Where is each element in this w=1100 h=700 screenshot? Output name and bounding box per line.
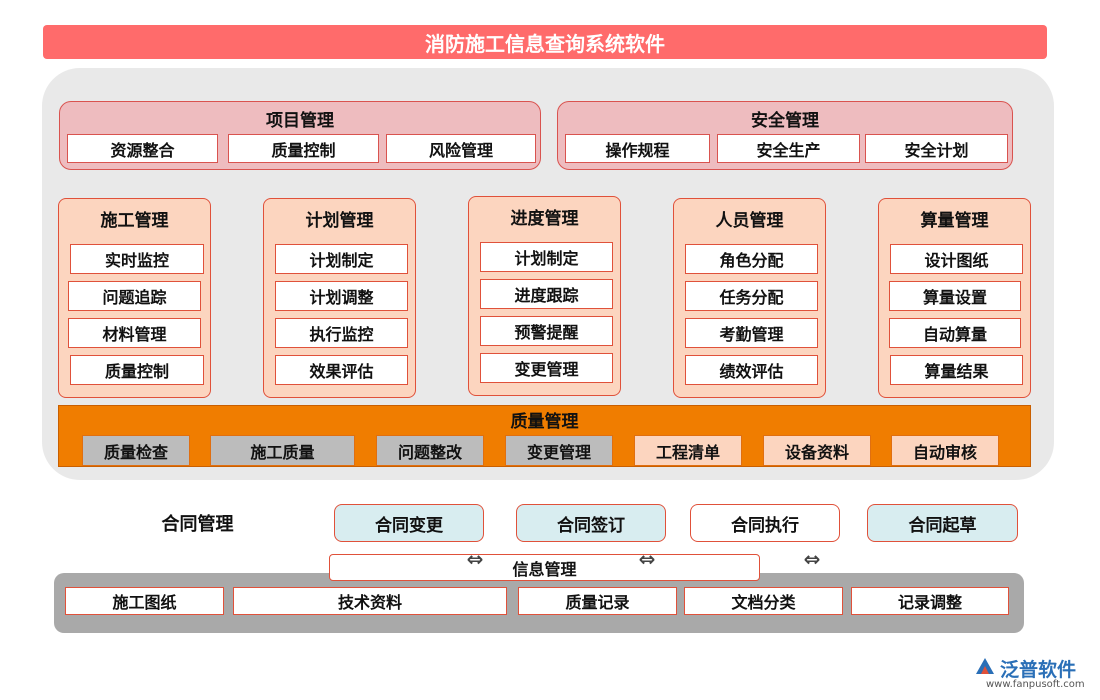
- column-item[interactable]: 效果评估: [275, 355, 408, 385]
- contract-item[interactable]: 合同签订: [516, 504, 666, 542]
- brand-logo: 泛普软件 www.fanpusoft.com: [972, 652, 1096, 694]
- column-title: 计划管理: [305, 210, 374, 231]
- column-item[interactable]: 实时监控: [70, 244, 204, 274]
- item-operation-rules[interactable]: 操作规程: [565, 134, 710, 163]
- column-item[interactable]: 算量结果: [890, 355, 1023, 385]
- quality-item[interactable]: 质量检查: [82, 435, 190, 466]
- column-item[interactable]: 角色分配: [685, 244, 818, 274]
- item-quality-control[interactable]: 质量控制: [228, 134, 379, 163]
- group-title: 安全管理: [751, 110, 819, 131]
- column-item[interactable]: 计划制定: [480, 242, 613, 272]
- column-item[interactable]: 设计图纸: [890, 244, 1023, 274]
- column-item[interactable]: 计划制定: [275, 244, 408, 274]
- column-item[interactable]: 变更管理: [480, 353, 613, 383]
- quality-item[interactable]: 自动审核: [891, 435, 999, 466]
- column-item[interactable]: 计划调整: [275, 281, 408, 311]
- column-title: 算量管理: [920, 210, 989, 231]
- quality-item[interactable]: 问题整改: [376, 435, 484, 466]
- column-item[interactable]: 任务分配: [685, 281, 818, 311]
- item-safety-plan[interactable]: 安全计划: [865, 134, 1008, 163]
- info-item[interactable]: 质量记录: [518, 587, 677, 615]
- quality-management-title: 质量管理: [510, 411, 579, 432]
- info-item[interactable]: 文档分类: [684, 587, 843, 615]
- logo-url: www.fanpusoft.com: [986, 679, 1085, 690]
- contract-item[interactable]: 合同执行: [690, 504, 840, 542]
- column-item[interactable]: 自动算量: [889, 318, 1021, 348]
- page-title: 消防施工信息查询系统软件: [43, 25, 1047, 59]
- contract-management-label: 合同管理: [161, 514, 234, 535]
- double-arrow-icon: ⇔: [466, 547, 484, 571]
- group-title: 项目管理: [266, 110, 334, 131]
- quality-item[interactable]: 设备资料: [763, 435, 871, 466]
- info-item[interactable]: 记录调整: [851, 587, 1009, 615]
- column-item[interactable]: 问题追踪: [68, 281, 201, 311]
- column-item[interactable]: 质量控制: [70, 355, 204, 385]
- column-item[interactable]: 绩效评估: [685, 355, 818, 385]
- column-item[interactable]: 考勤管理: [685, 318, 818, 348]
- contract-item[interactable]: 合同起草: [867, 504, 1018, 542]
- column-title: 人员管理: [715, 210, 784, 231]
- item-risk-management[interactable]: 风险管理: [386, 134, 536, 163]
- quality-item[interactable]: 工程清单: [634, 435, 742, 466]
- column-item[interactable]: 预警提醒: [480, 316, 613, 346]
- quality-item[interactable]: 变更管理: [505, 435, 613, 466]
- info-management-title: 信息管理: [329, 554, 760, 581]
- info-item[interactable]: 施工图纸: [65, 587, 224, 615]
- item-safe-production[interactable]: 安全生产: [717, 134, 860, 163]
- double-arrow-icon: ⇔: [803, 547, 821, 571]
- double-arrow-icon: ⇔: [638, 547, 656, 571]
- column-item[interactable]: 算量设置: [889, 281, 1021, 311]
- quality-item[interactable]: 施工质量: [210, 435, 355, 466]
- column-title: 进度管理: [510, 208, 579, 229]
- info-item[interactable]: 技术资料: [233, 587, 507, 615]
- column-item[interactable]: 进度跟踪: [480, 279, 613, 309]
- contract-item[interactable]: 合同变更: [334, 504, 484, 542]
- column-title: 施工管理: [100, 210, 169, 231]
- logo-icon: [976, 658, 994, 674]
- logo-name: 泛普软件: [1000, 659, 1077, 681]
- column-item[interactable]: 执行监控: [275, 318, 408, 348]
- column-item[interactable]: 材料管理: [68, 318, 201, 348]
- item-resource-integration[interactable]: 资源整合: [67, 134, 218, 163]
